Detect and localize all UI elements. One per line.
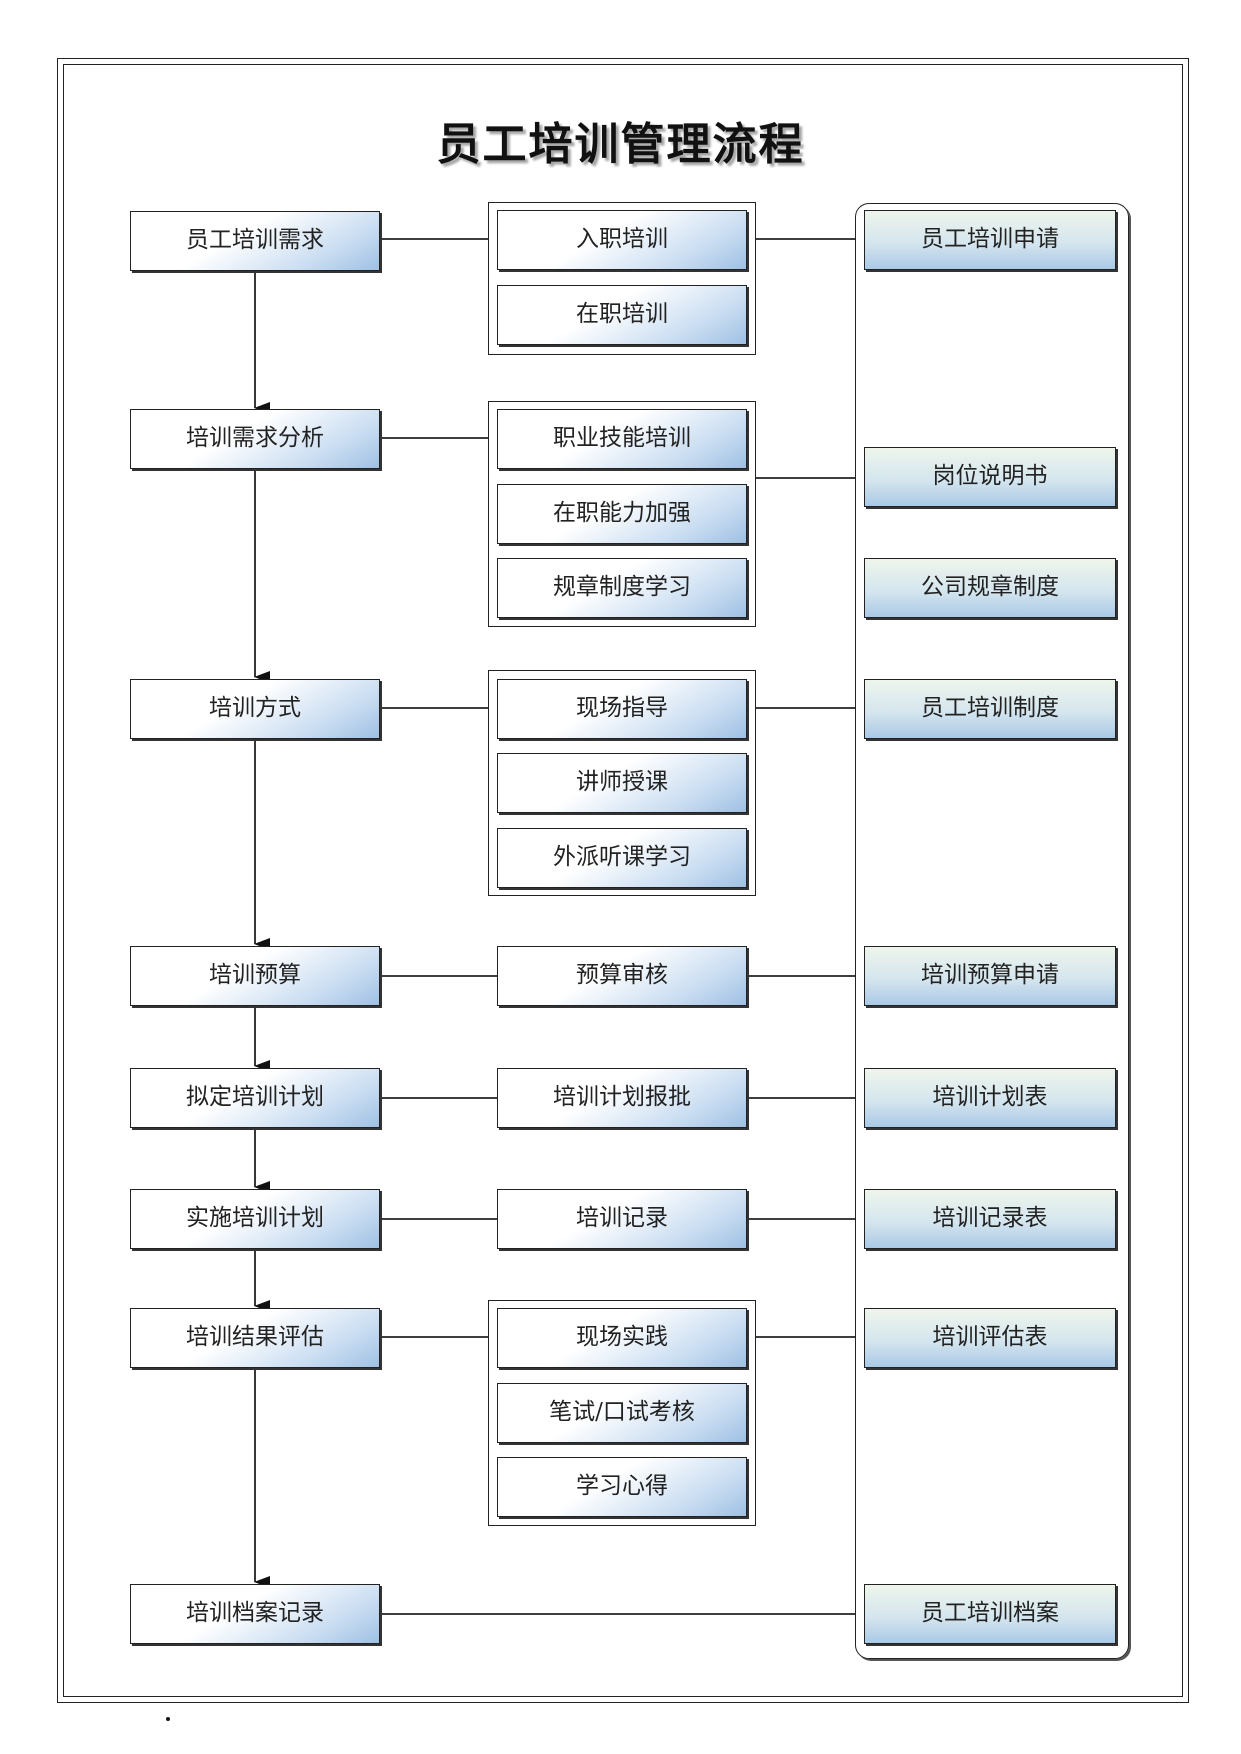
diagram-title: 员工培训管理流程 <box>436 119 805 170</box>
detail-rules-learning: 规章制度学习 <box>497 558 747 618</box>
detail-onsite-guidance: 现场指导 <box>497 679 747 739</box>
detail-onjob-training: 在职培训 <box>497 285 747 345</box>
detail-lecturer-teaching: 讲师授课 <box>497 753 747 813</box>
doc-training-application: 员工培训申请 <box>864 210 1116 270</box>
doc-evaluation-sheet: 培训评估表 <box>864 1308 1116 1368</box>
detail-onsite-practice: 现场实践 <box>497 1308 747 1368</box>
detail-vocational-skills: 职业技能培训 <box>497 409 747 469</box>
doc-job-description: 岗位说明书 <box>864 447 1116 507</box>
stage-training-budget: 培训预算 <box>130 946 380 1006</box>
doc-training-policy: 员工培训制度 <box>864 679 1116 739</box>
doc-budget-application: 培训预算申请 <box>864 946 1116 1006</box>
detail-external-study: 外派听课学习 <box>497 828 747 888</box>
stray-dot <box>166 1717 170 1721</box>
stage-result-evaluation: 培训结果评估 <box>130 1308 380 1368</box>
stage-training-demand: 员工培训需求 <box>130 211 380 271</box>
detail-plan-approval: 培训计划报批 <box>497 1068 747 1128</box>
stage-draft-plan: 拟定培训计划 <box>130 1068 380 1128</box>
detail-written-oral-exam: 笔试/口试考核 <box>497 1383 747 1443</box>
detail-onboarding-training: 入职培训 <box>497 210 747 270</box>
detail-training-record: 培训记录 <box>497 1189 747 1249</box>
stage-demand-analysis: 培训需求分析 <box>130 409 380 469</box>
document-panel <box>855 203 1129 1659</box>
stage-training-method: 培训方式 <box>130 679 380 739</box>
page-frame-inner <box>63 64 1183 1697</box>
doc-training-record-sheet: 培训记录表 <box>864 1189 1116 1249</box>
doc-training-plan-sheet: 培训计划表 <box>864 1068 1116 1128</box>
detail-ability-strengthening: 在职能力加强 <box>497 484 747 544</box>
page-frame-outer <box>57 58 1189 1703</box>
stage-implement-plan: 实施培训计划 <box>130 1189 380 1249</box>
detail-learning-reflection: 学习心得 <box>497 1457 747 1517</box>
detail-budget-review: 预算审核 <box>497 946 747 1006</box>
doc-company-rules: 公司规章制度 <box>864 558 1116 618</box>
stage-archive-record: 培训档案记录 <box>130 1584 380 1644</box>
doc-training-archive: 员工培训档案 <box>864 1584 1116 1644</box>
